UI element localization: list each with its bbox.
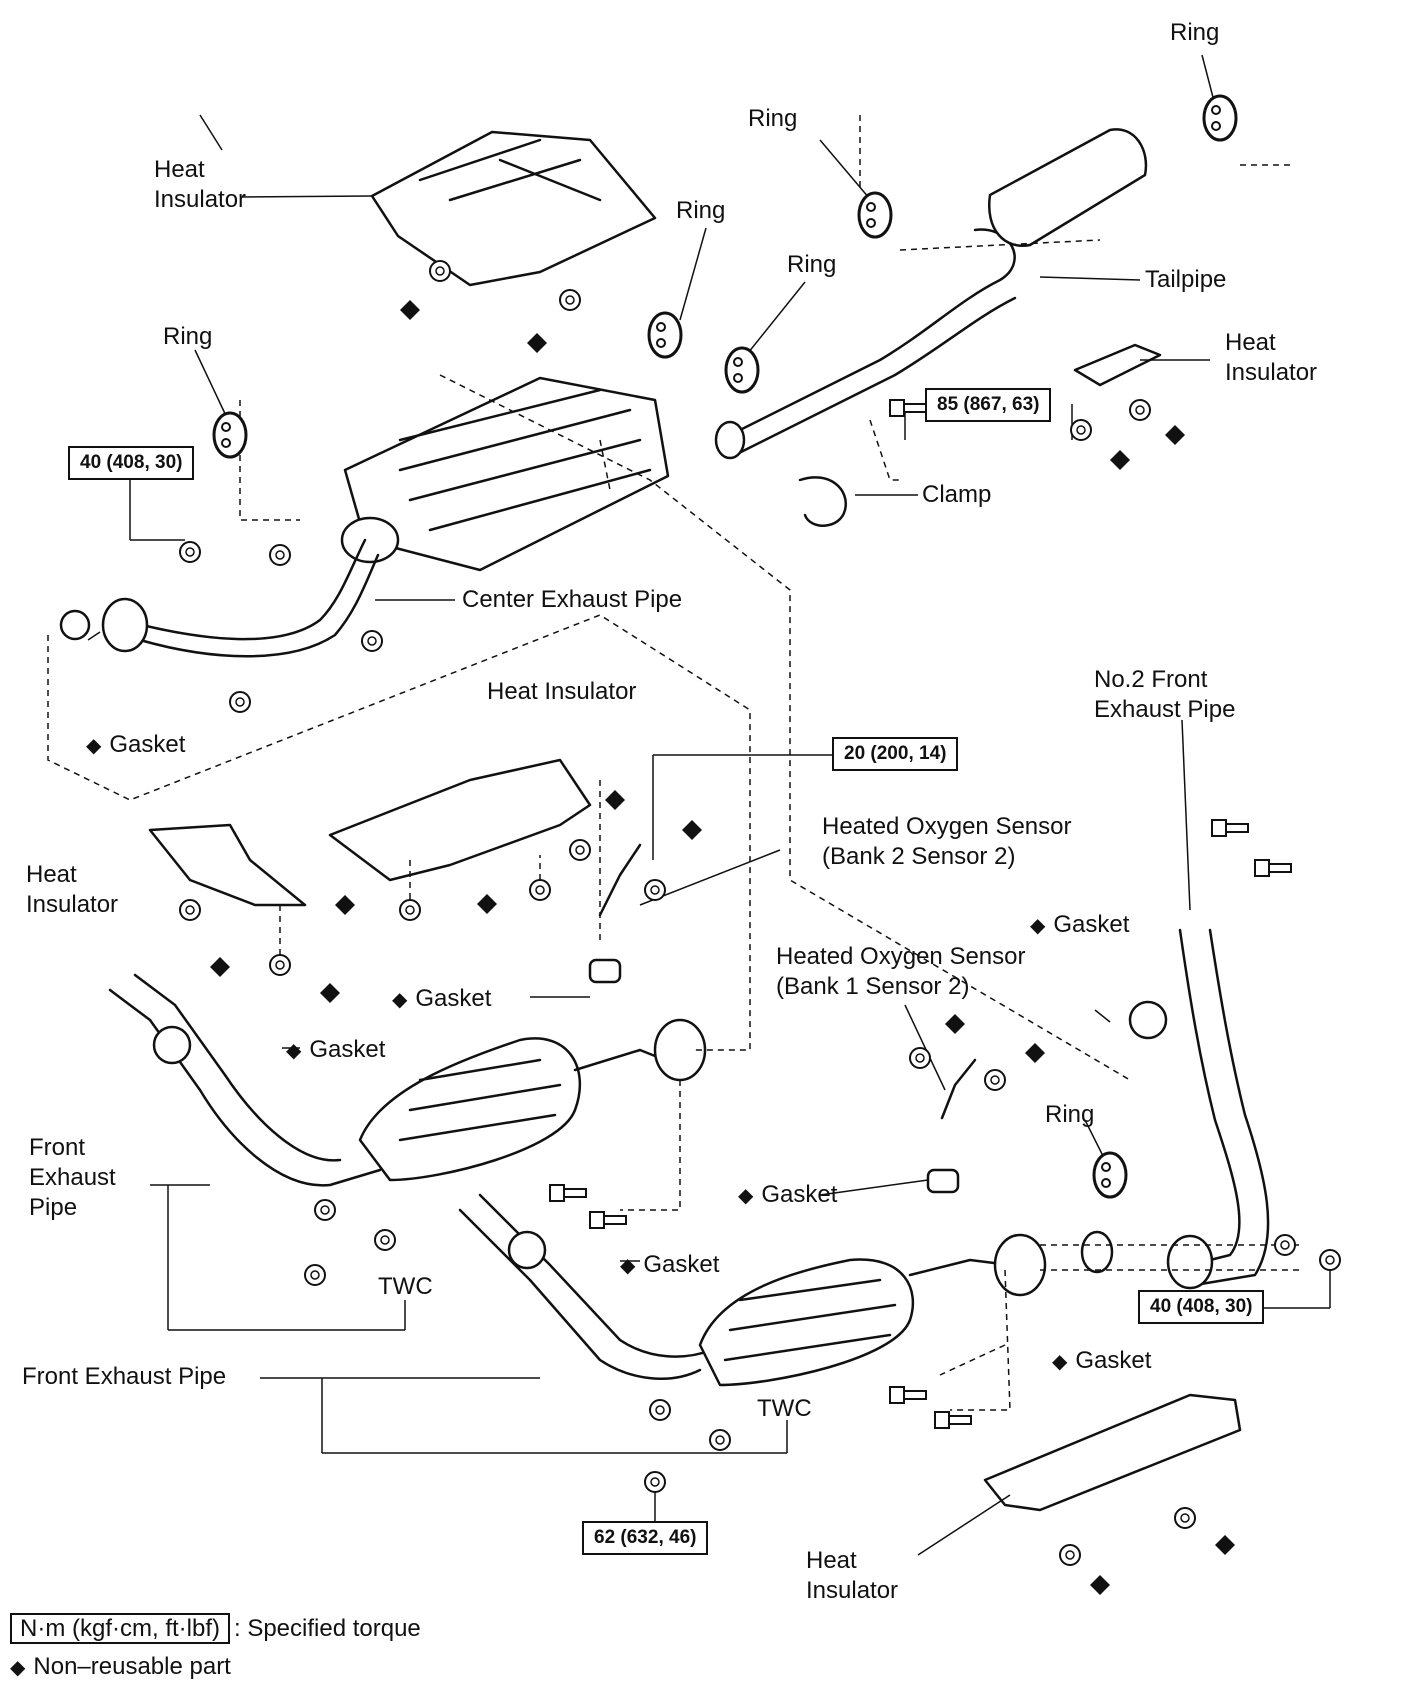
no2-front-exhaust-pipe-shape <box>1178 928 1241 1267</box>
gasket-front-shape <box>152 1025 192 1065</box>
gasket-front2-shape <box>507 1230 547 1270</box>
legend-torque: N·m (kgf·cm, ft·lbf): Specified torque <box>10 1613 421 1644</box>
heat-insulator-right-shape <box>1073 343 1162 387</box>
ring-label-2: Ring <box>676 197 726 224</box>
legend-torque-unit: N·m (kgf·cm, ft·lbf) <box>10 1613 230 1644</box>
twc-2-shape <box>698 1258 915 1387</box>
gasket-sensor1-shape <box>926 1168 960 1194</box>
ring-label-6: Ring <box>1045 1101 1095 1128</box>
heat-insulator-bottom-label: Heat Insulator <box>806 1547 899 1604</box>
clamp-label: Clamp <box>922 481 992 508</box>
rear-muffler-shape <box>987 128 1148 248</box>
torque-spec-40-right: 40 (408, 30) <box>1138 1290 1265 1324</box>
front-exhaust-pipe-bottom-shape <box>458 1208 702 1380</box>
gasket-right-upper-label: ◆Gasket <box>1030 911 1130 938</box>
gasket-right-upper-shape <box>1128 1000 1168 1040</box>
ring-label-1: Ring <box>163 323 213 350</box>
heat-insulator-right-label: Heat Insulator <box>1225 329 1318 386</box>
ring-label-3: Ring <box>787 251 837 278</box>
ring-icon-5 <box>1202 94 1238 142</box>
gasket-sensor2-label: ◆Gasket <box>392 985 492 1012</box>
ring-icon-4 <box>857 191 893 239</box>
gasket-front2-label: ◆Gasket <box>620 1251 720 1278</box>
twc-1-label: TWC <box>378 1273 433 1300</box>
gasket-sensor1-label: ◆Gasket <box>738 1181 838 1208</box>
gasket-left-label: ◆Gasket <box>86 731 186 758</box>
heated-o2-bank2-label: Heated Oxygen Sensor (Bank 2 Sensor 2) <box>822 813 1072 870</box>
ring-icon-1 <box>212 411 248 459</box>
ring-label-5: Ring <box>1170 19 1220 46</box>
heated-o2-bank2-shape <box>598 843 642 917</box>
front-exhaust-pipe-bottom-label: Front Exhaust Pipe <box>22 1363 227 1390</box>
torque-spec-85: 85 (867, 63) <box>925 388 1052 422</box>
gasket-sensor2-shape <box>588 958 622 984</box>
twc-2-label: TWC <box>757 1395 812 1422</box>
heat-insulator-mid-label: Heat Insulator <box>487 678 637 705</box>
nonreusable-diamond-icon: ◆ <box>10 1657 26 1679</box>
ring-icon-6 <box>1092 1151 1128 1199</box>
clamp-shape <box>798 476 848 527</box>
torque-spec-20: 20 (200, 14) <box>832 737 959 771</box>
heated-o2-bank1-shape <box>940 1058 977 1120</box>
heat-insulator-mid-shape <box>328 758 592 882</box>
twc-1-shape <box>358 1037 582 1182</box>
legend-nonreusable-text: Non–reusable part <box>33 1653 231 1680</box>
legend-nonreusable: ◆ Non–reusable part <box>10 1652 231 1683</box>
nonreusable-diamond-icon: ◆ <box>86 735 102 757</box>
torque-spec-62: 62 (632, 46) <box>582 1521 709 1555</box>
torque-spec-40-left: 40 (408, 30) <box>68 446 195 480</box>
gasket-left-shape <box>59 609 91 641</box>
front-exhaust-pipe-left-shape <box>108 988 382 1187</box>
legend-torque-text: : Specified torque <box>233 1615 421 1642</box>
nonreusable-diamond-icon: ◆ <box>392 989 408 1011</box>
nonreusable-diamond-icon: ◆ <box>738 1185 754 1207</box>
gasket-front-label: ◆Gasket <box>286 1036 386 1063</box>
heat-insulator-top-label: Heat Insulator <box>154 156 247 213</box>
front-exhaust-pipe-left-label: Front Exhaust Pipe <box>29 1134 116 1221</box>
heat-insulator-left-shape <box>148 823 307 907</box>
center-exhaust-pipe-shape <box>128 538 367 641</box>
ring-icon-2 <box>647 311 683 359</box>
center-exhaust-pipe-label: Center Exhaust Pipe <box>462 586 683 613</box>
gasket-right-lower-label: ◆Gasket <box>1052 1347 1152 1374</box>
heat-insulator-left-label: Heat Insulator <box>26 861 119 918</box>
heated-o2-bank1-label: Heated Oxygen Sensor (Bank 1 Sensor 2) <box>776 943 1026 1000</box>
gasket-right-lower-shape <box>1080 1230 1114 1274</box>
no2-front-exhaust-pipe-label: No.2 Front Exhaust Pipe <box>1094 666 1236 723</box>
nonreusable-diamond-icon: ◆ <box>1030 915 1046 937</box>
ring-icon-3 <box>724 346 760 394</box>
heat-insulator-top-shape <box>370 130 657 287</box>
heat-insulator-bottom-shape <box>983 1393 1242 1512</box>
ring-label-4: Ring <box>748 105 798 132</box>
nonreusable-diamond-icon: ◆ <box>286 1040 302 1062</box>
tailpipe-label: Tailpipe <box>1145 266 1227 293</box>
nonreusable-diamond-icon: ◆ <box>620 1255 636 1277</box>
nonreusable-diamond-icon: ◆ <box>1052 1351 1068 1373</box>
main-muffler-shape <box>340 376 670 572</box>
